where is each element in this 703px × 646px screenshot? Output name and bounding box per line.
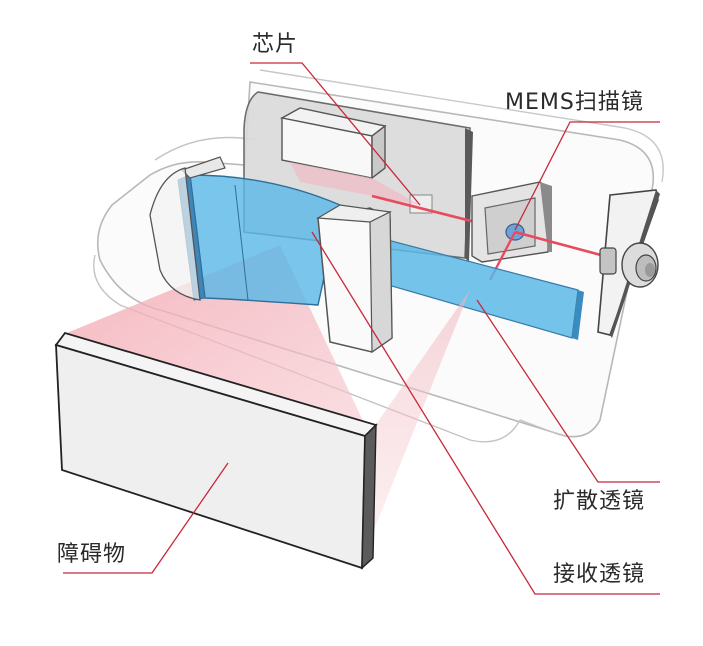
leader-receiver (311, 231, 660, 595)
laser-beam-mems-to-source (514, 230, 613, 260)
label-obstacle: 障碍物 (57, 542, 127, 567)
label-mems: MEMS扫描镜 (505, 90, 644, 115)
obstacle-block (54, 331, 378, 570)
center-pillar (316, 204, 393, 354)
leader-chip (250, 62, 421, 206)
emit-beam-cone (290, 162, 420, 205)
label-chip: 芯片 (252, 32, 299, 57)
leader-mems (514, 121, 660, 231)
mems-mount (471, 181, 552, 263)
receiver-lens (149, 156, 341, 306)
leader-obstacle (63, 462, 229, 574)
leader-diffuser (476, 299, 660, 483)
label-receiver: 接收透镜 (553, 562, 646, 587)
label-diffuser: 扩散透镜 (553, 489, 646, 514)
leader-lines (63, 62, 660, 595)
laser-source (597, 189, 660, 338)
diffuse-beam (360, 290, 470, 565)
